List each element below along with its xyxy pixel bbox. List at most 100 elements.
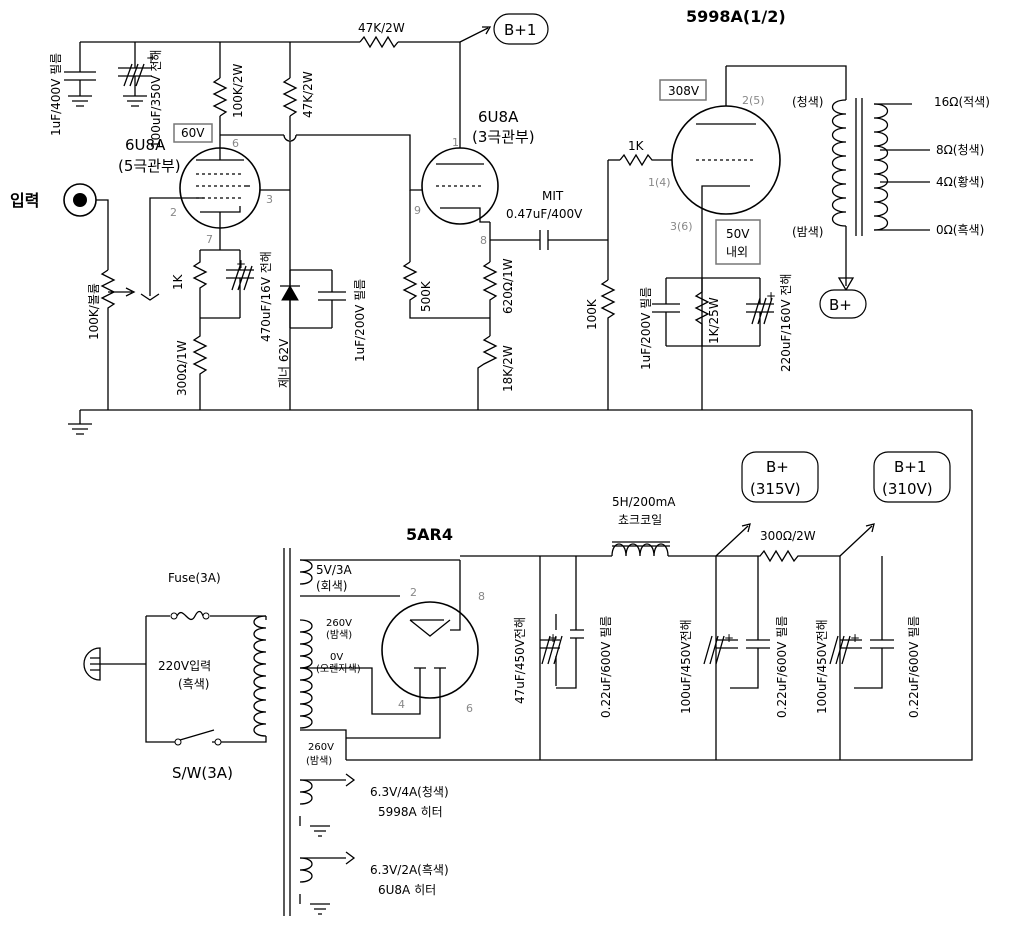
choke-label-2: 쵸크코일: [618, 513, 662, 527]
triode-cathode-network: [402, 190, 608, 410]
sec-260-top-2: (밤색): [326, 629, 352, 641]
5998a-pin-grid: 1(4): [648, 176, 671, 189]
sec-0v-2: (오렌지색): [316, 663, 361, 675]
ot-primary-top: (청색): [792, 95, 823, 109]
svg-text:+: +: [548, 631, 558, 645]
5ar4-pin2: 2: [410, 586, 417, 599]
sec-0v-1: 0V: [330, 652, 343, 663]
cap-022-b-label: 0.22uF/600V 필름: [775, 616, 789, 718]
svg-text:+: +: [724, 631, 734, 645]
5998a-voltage-box: [659, 79, 707, 101]
r-47k-2w-label: 47K/2W: [301, 71, 315, 118]
b-plus1-supply-1: B+1: [894, 458, 926, 476]
ground-rail: [68, 409, 972, 435]
sec-260-top-1: 260V: [326, 618, 352, 629]
ot-tap-4: 4Ω(황색): [936, 175, 984, 189]
pentode-cathode-network: +: [192, 228, 254, 410]
input-220v-2: (흑색): [178, 677, 209, 691]
sec-5v-2: (회색): [316, 579, 347, 593]
5ar4-pin8: 8: [478, 590, 485, 603]
sec-260-bot-1: 260V: [308, 742, 334, 753]
pentode-pin-plate: 6: [232, 137, 239, 150]
5998a-cathode-voltage-2: 내외: [726, 245, 748, 259]
tube-6u8a-pentode: [140, 147, 261, 301]
r-300-2w-label: 300Ω/2W: [760, 529, 816, 543]
output-transformer: [831, 98, 930, 292]
b-plus-supply-2: (315V): [750, 480, 801, 498]
5ar4-name: 5AR4: [406, 525, 453, 544]
primary-circuit: [83, 610, 267, 746]
ot-tap-16: 16Ω(적색): [934, 95, 990, 109]
filter-section: [460, 523, 894, 760]
pentode-name: 6U8A: [125, 136, 166, 154]
5998a-pin-plate: 2(5): [742, 94, 765, 107]
cap-1uf-200v-b-label: 1uF/200V 필름: [639, 287, 653, 370]
cap-100uf-a-label: 100uF/450V전해: [679, 619, 693, 714]
triode-pin-plate: 1: [452, 136, 459, 149]
svg-text:+: +: [766, 289, 776, 303]
r-1k-25w-label: 1K/25W: [707, 297, 721, 344]
b-plus1-supply-2: (310V): [882, 480, 933, 498]
triode-pin-cathode: 8: [480, 234, 487, 247]
r-1k-grid-label: 1K: [628, 139, 645, 153]
pentode-pin-grid: 2: [170, 206, 177, 219]
pentode-voltage-box: [173, 123, 213, 143]
cap-100uf-350v-label: 100uF/350V 전해: [149, 50, 163, 148]
zener-and-cap: [280, 269, 346, 329]
cap-mit-label-2: 0.47uF/400V: [506, 207, 583, 221]
input-label: 입력: [10, 191, 39, 210]
choke-label-1: 5H/200mA: [612, 495, 676, 509]
b-plus-label-ot: B+: [829, 296, 852, 314]
tube-5998a: [600, 65, 847, 410]
resistor-47k-2w: [282, 77, 298, 117]
heater1-1: 6.3V/4A(청색): [370, 785, 449, 799]
svg-text:+: +: [850, 631, 860, 645]
r-18k-label: 18K/2W: [501, 345, 515, 392]
ot-tap-8: 8Ω(청색): [936, 143, 984, 157]
5998a-cathode-voltage-1: 50V: [726, 227, 750, 241]
zener-label: 제너 62V: [277, 338, 291, 388]
r-300-label: 300Ω/1W: [175, 340, 189, 396]
heater2-2: 6U8A 히터: [378, 883, 436, 897]
switch-label: S/W(3A): [172, 764, 233, 782]
cap-1uf-400v: [64, 71, 96, 107]
svg-text:+: +: [236, 257, 246, 271]
b-plus-supply-bubble: [741, 451, 819, 503]
5ar4-pin6: 6: [466, 702, 473, 715]
svg-text:+: +: [146, 51, 156, 65]
heater1-2: 5998A 히터: [378, 805, 443, 819]
input-220v-1: 220V입력: [158, 659, 211, 673]
pentode-pin-cathode: 7: [206, 233, 213, 246]
5998a-cathode-voltage-box: [715, 219, 761, 265]
r-47k-top-label: 47K/2W: [358, 21, 405, 35]
cap-mit-label-1: MIT: [542, 189, 564, 203]
r-620-label: 620Ω/1W: [501, 258, 515, 314]
pentode-pin-screen: 3: [266, 193, 273, 206]
volume-label: 100K/볼륨: [87, 283, 101, 340]
b-plus-bubble-ot: [819, 289, 867, 319]
pentode-section: (5극관부): [118, 157, 181, 175]
cap-220uf-label: 220uF/160V 전해: [779, 274, 793, 372]
tube-6u8a-triode: [421, 120, 499, 225]
b-plus1-bubble: [493, 13, 549, 45]
cap-470uf-label: 470uF/16V 전해: [259, 251, 273, 342]
cap-022-a-label: 0.22uF/600V 필름: [599, 616, 613, 718]
cap-100uf-350v: +: [118, 51, 156, 107]
power-transformer: [253, 548, 460, 916]
ot-primary-bottom: (밤색): [792, 225, 823, 239]
r-1k-cathode-label: 1K: [171, 273, 185, 290]
b-plus1-supply-bubble: [873, 451, 951, 503]
cap-1uf-400v-label: 1uF/400V 필름: [49, 53, 63, 136]
heater2-1: 6.3V/2A(흑색): [370, 863, 449, 877]
b-plus1-label: B+1: [504, 21, 536, 39]
5998a-pin-cathode: 3(6): [670, 220, 693, 233]
input-jack[interactable]: [63, 183, 136, 410]
5ar4-pin4: 4: [398, 698, 405, 711]
ot-tap-0: 0Ω(흑색): [936, 223, 984, 237]
triode-section: (3극관부): [472, 128, 535, 146]
ps-ground-return: [346, 410, 973, 761]
fuse-label: Fuse(3A): [168, 571, 221, 585]
r-500k-label: 500K: [419, 280, 433, 312]
5998a-cathode-network: +: [652, 277, 776, 347]
